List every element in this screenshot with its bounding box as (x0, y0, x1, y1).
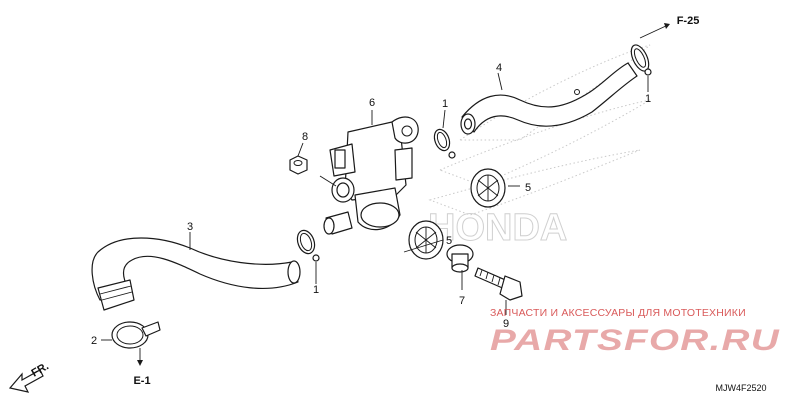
part-8-nut (289, 155, 308, 175)
label-part-5-upper: 5 (525, 182, 531, 194)
label-part-2: 2 (91, 335, 97, 347)
honda-logo-text: HONDA (428, 207, 567, 249)
part-2-clamp (111, 321, 161, 349)
front-arrow-icon: FR. (8, 360, 51, 393)
front-arrow-label: FR. (30, 360, 51, 379)
part-5-grommet-upper (470, 168, 506, 208)
leader-lines (101, 23, 670, 366)
label-part-6: 6 (369, 97, 375, 109)
part-6-valve (323, 116, 419, 235)
label-part-1-mid: 1 (442, 98, 448, 110)
part-1-clamp-low (296, 229, 320, 262)
label-part-1-top: 1 (645, 93, 651, 105)
honda-wing-watermark: HONDA (428, 44, 651, 250)
label-part-3: 3 (187, 221, 193, 233)
ref-f25: F-25 (677, 15, 700, 27)
drawing-code: MJW4F2520 (715, 383, 766, 393)
label-part-7: 7 (459, 295, 465, 307)
label-part-5-lower: 5 (446, 235, 452, 247)
part-1-clamp-mid (433, 128, 456, 159)
part-5-grommet-lower (408, 220, 444, 260)
label-part-1-low: 1 (313, 284, 319, 296)
part-3-hose (91, 237, 301, 311)
watermark-brand: PARTSFOR.RU (490, 324, 780, 357)
ref-e1: E-1 (133, 375, 150, 387)
part-1-clamp-top (630, 44, 652, 76)
part-9-bolt (474, 267, 523, 301)
label-part-8: 8 (302, 131, 308, 143)
watermark-tagline: ЗАПЧАСТИ И АКСЕССУАРЫ ДЛЯ МОТОТЕХНИКИ (490, 307, 746, 319)
label-part-9: 9 (503, 318, 509, 330)
label-part-4: 4 (496, 62, 502, 74)
part-4-hose (460, 62, 638, 135)
part-7-collar (446, 244, 474, 273)
